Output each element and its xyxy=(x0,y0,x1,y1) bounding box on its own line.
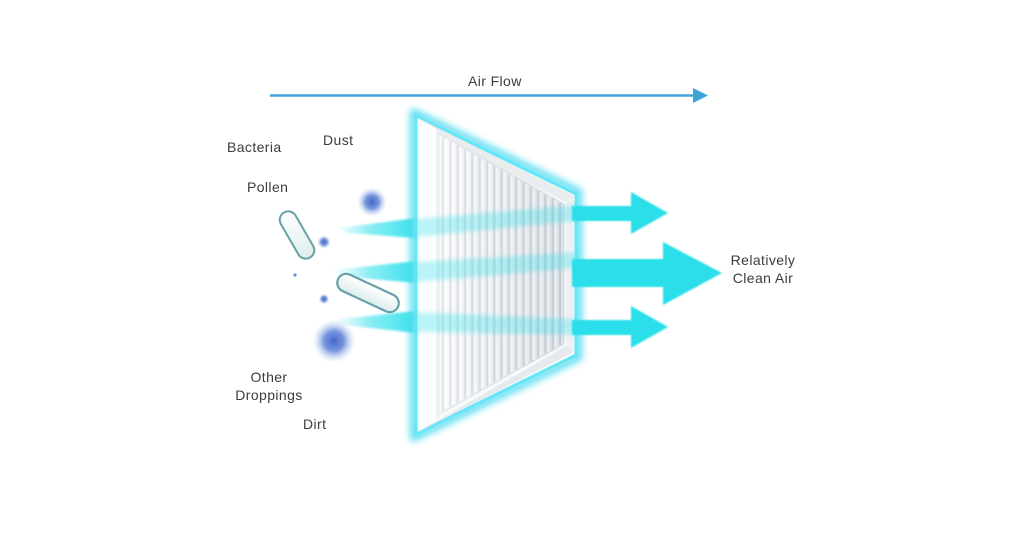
pollen-particle xyxy=(317,235,331,249)
clean-air-label: Relatively Clean Air xyxy=(723,251,803,287)
other-droppings-label-line2: Droppings xyxy=(235,387,303,403)
intake-stream-bottom xyxy=(337,311,416,333)
intake-stream-top xyxy=(339,218,416,238)
intake-stream-middle xyxy=(333,261,416,283)
other-droppings-label: Other Droppings xyxy=(229,368,309,404)
filter-frame-top-face xyxy=(419,119,573,202)
dust-particle xyxy=(357,187,387,217)
dirt-label: Dirt xyxy=(303,416,327,432)
bacteria-rod-large xyxy=(336,272,400,314)
clean-air-label-line1: Relatively xyxy=(730,252,796,268)
clean-air-arrows xyxy=(572,192,722,348)
small-particle xyxy=(318,293,330,305)
intake-streams xyxy=(333,218,416,333)
clean-air-arrow-middle xyxy=(572,242,722,305)
clean-air-label-line2: Clean Air xyxy=(732,270,794,286)
filter-band-top xyxy=(416,205,578,237)
filter-band-middle xyxy=(416,252,578,282)
speck-particle xyxy=(292,272,298,278)
airflow-arrow xyxy=(270,88,708,103)
dirt-particle xyxy=(312,319,356,363)
other-droppings-label-line1: Other xyxy=(250,369,288,385)
dust-label: Dust xyxy=(323,132,354,148)
contaminant-particles xyxy=(278,187,400,363)
pollen-label: Pollen xyxy=(247,179,289,195)
airflow-arrowhead-icon xyxy=(693,88,708,103)
filter-band-bottom xyxy=(416,312,578,335)
bacteria-label: Bacteria xyxy=(227,139,282,155)
clean-air-arrow-top xyxy=(572,192,668,234)
airflow-label: Air Flow xyxy=(468,73,522,89)
bacteria-rod-small xyxy=(278,210,316,260)
through-filter-bands xyxy=(416,205,578,335)
clean-air-arrow-bottom xyxy=(572,306,668,348)
filter-frame-right-face xyxy=(566,196,573,352)
filter-frame-bottom-face xyxy=(419,346,573,431)
